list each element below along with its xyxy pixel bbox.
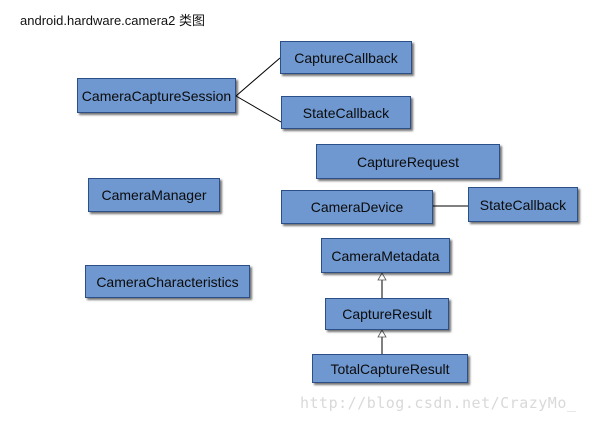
node-camera-capture-session: CameraCaptureSession [77,78,236,113]
node-capture-request: CaptureRequest [316,144,500,179]
node-capture-callback: CaptureCallback [280,41,412,74]
node-capture-result: CaptureResult [325,298,449,330]
node-session-state-callback: StateCallback [281,96,411,129]
edge-session-to-state-callback [235,95,282,123]
node-camera-characteristics: CameraCharacteristics [85,265,250,298]
node-device-state-callback: StateCallback [468,187,578,222]
diagram-title: android.hardware.camera2 类图 [20,13,205,28]
watermark: http://blog.csdn.net/CrazyMo_ [300,394,577,412]
edge-session-to-capture-callback [235,57,281,97]
generalization-arrowhead-result [377,329,387,338]
node-camera-manager: CameraManager [88,178,220,212]
node-camera-device: CameraDevice [281,190,433,224]
node-camera-metadata: CameraMetadata [321,238,450,273]
generalization-arrowhead-metadata [377,272,387,281]
node-total-capture-result: TotalCaptureResult [312,354,468,383]
